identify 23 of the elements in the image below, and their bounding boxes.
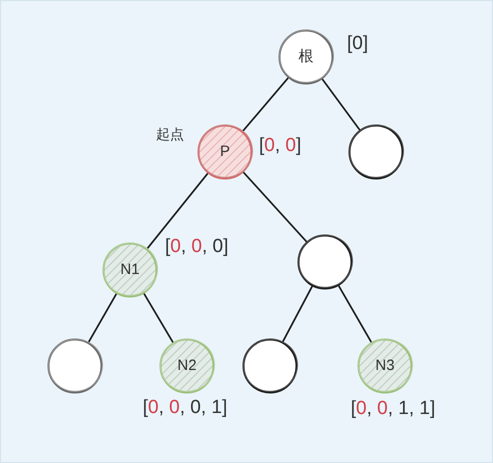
node-label: 根: [298, 48, 314, 66]
branch-line: [88, 293, 117, 343]
path-label: [0, 0, 0, 1]: [142, 398, 228, 419]
branch-line: [338, 285, 372, 343]
branch-line: [146, 172, 208, 250]
branch-line: [282, 286, 313, 342]
branch-line: [242, 77, 289, 132]
branch-line: [143, 293, 174, 343]
node-label: N3: [375, 358, 395, 374]
node-label: N1: [120, 262, 140, 278]
path-label: [0, 0, 1, 1]: [350, 399, 436, 420]
node-label: N2: [177, 358, 197, 374]
node-label: P: [220, 144, 230, 160]
tree-node: [295, 232, 355, 292]
path-label: [0, 0]: [259, 136, 302, 157]
path-label: 起点: [156, 127, 184, 142]
tree-node: [346, 122, 406, 182]
tree-node: [240, 336, 300, 396]
path-label: [0, 0, 0]: [165, 237, 228, 258]
path-label: [0]: [347, 34, 368, 55]
branch-line: [242, 172, 308, 242]
branch-line: [322, 78, 360, 130]
tree-node: [45, 336, 105, 396]
